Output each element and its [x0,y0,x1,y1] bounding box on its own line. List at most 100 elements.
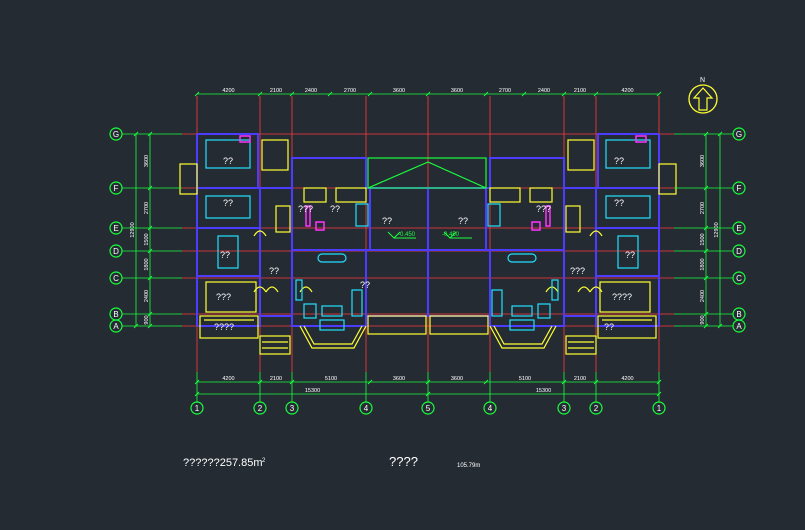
axis-col-label-circle [359,401,373,415]
axis-row-label-right: D [736,247,742,256]
furniture [205,139,651,331]
axis-col-label-circle [557,401,571,415]
sofa-right [605,195,651,219]
dim-top-label: 3600 [393,88,405,94]
axis-row-label-left-circle [109,181,123,195]
axis-col-label-circle [483,401,497,415]
axis-row-label-left-circle [109,319,123,333]
axis-row-label-right-circle [732,319,746,333]
dim-bottom-inner-label: 4200 [621,376,633,382]
bed-left [205,139,251,169]
dim-left-label: 1800 [144,258,150,270]
dim-top-label: 2400 [538,88,550,94]
axis-row-label-right: B [736,310,741,319]
drawing-scale: 105.79m [457,463,480,469]
dim-bottom-inner-label: 3600 [393,376,405,382]
side-window-left [179,163,198,195]
axis-row-label-right: G [736,130,742,139]
room-label: ???? [214,322,234,332]
room-block-right [599,281,651,313]
door-swing [253,286,279,293]
room-label: ?? [458,216,468,226]
entry-steps-left [259,335,291,355]
room-label: ?? [223,156,233,166]
dim-right-label: 1800 [700,258,706,270]
level-label: -0.450 [442,232,460,238]
dim-top-label: 2700 [499,88,511,94]
dim-right-label: 900 [700,315,706,324]
axis-col-label: 2 [258,404,263,413]
area-superscript: 2 [262,458,266,464]
dim-right-label: 2700 [700,202,706,214]
side-window-right [658,163,677,195]
bed-right [605,139,651,169]
room-label: ?? [220,250,230,260]
room-label: ??? [536,204,551,214]
dim-left-label: 2400 [144,290,150,302]
kitchen-counter-right [489,187,521,203]
axis-col-label: 1 [195,404,200,413]
balcony-left [199,315,259,339]
axis-col-label-circle [652,401,666,415]
axis-row-label-right-circle [732,244,746,258]
dim-left-label: 1500 [144,233,150,245]
couch-left [317,253,347,263]
dim-bottom-inner-tick [367,379,373,385]
level-label: -0.450 [398,232,416,238]
dim-bottom-inner-label: 3600 [451,376,463,382]
dim-left-label: 2700 [144,202,150,214]
fridge [355,203,369,227]
walls [196,133,660,327]
dim-right-label: 2400 [700,290,706,302]
room-label: ?? [604,322,614,332]
dim-top-tick [425,91,431,97]
toilet [315,221,325,231]
dim-right-label: 3600 [700,155,706,167]
stair-left [275,205,291,233]
sofa-left [205,195,251,219]
coffee-table [511,305,533,317]
axis-row-label-right: C [736,274,742,283]
axis-row-label-left: E [113,224,118,233]
tv-unit [509,319,535,331]
dim-left-label: 900 [144,315,150,324]
axis-row-label-left: F [114,184,119,193]
wall-outline-north-right [428,133,659,189]
dining-table-right [617,235,639,269]
axis-row-label-right: F [737,184,742,193]
south-terrace-right [429,315,489,335]
axis-col-label-circle [190,401,204,415]
dim-bottom-inner-label: 2100 [270,376,282,382]
dim-right-total-label: 12900 [714,222,720,237]
couch-right [507,253,537,263]
kitchen-counter-left-2 [335,187,367,203]
sideboard [491,289,503,317]
axis-row-label-right-circle [732,221,746,235]
axis-row-label-right-circle [732,127,746,141]
room-label: ?? [625,250,635,260]
axis-row-label-left: C [113,274,119,283]
dim-left-label: 3600 [144,155,150,167]
dim-top-tick [367,91,373,97]
dim-left-total-label: 12900 [130,222,136,237]
tv-unit [319,319,345,331]
axis-col-label: 1 [657,404,662,413]
room-label: ???? [612,292,632,302]
axis-row-label-left-circle [109,244,123,258]
dim-bottom-inner-tick [483,379,489,385]
wall-outline-north-left [197,133,428,189]
north-arrow-icon: N [688,77,718,114]
balcony-right [597,315,657,339]
plant [551,279,559,301]
level-markers [387,231,472,239]
kitchen-counter-right-2 [529,187,553,203]
dim-top-tick [483,91,489,97]
axis-col-label: 3 [290,404,295,413]
dim-top-label: 4200 [621,88,633,94]
dim-top-tick [289,91,295,97]
dim-top-tick [561,91,567,97]
axis-col-label: 3 [562,404,567,413]
shower [305,205,311,227]
entry-steps-right [565,335,597,355]
